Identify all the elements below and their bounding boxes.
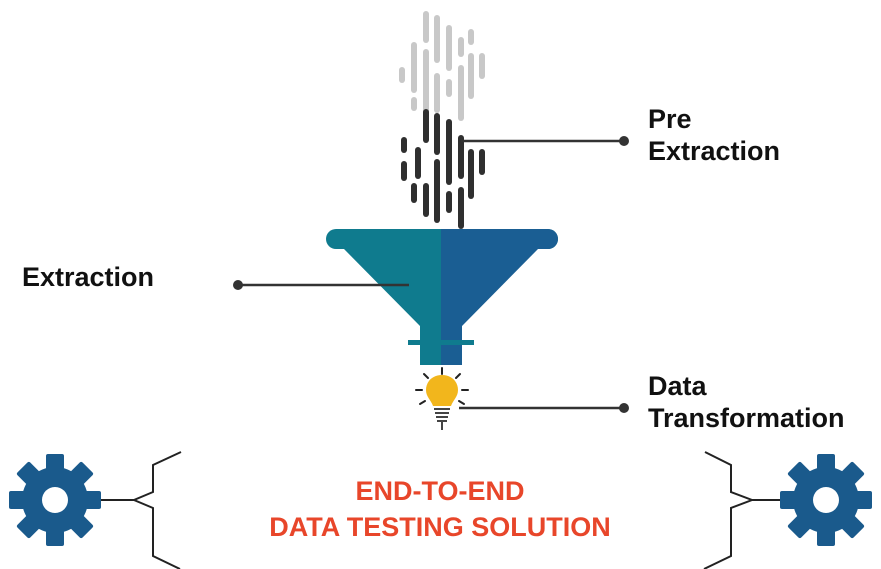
extraction-callout	[233, 280, 409, 290]
gear-icon	[9, 454, 101, 546]
solution-title-line2: DATA TESTING SOLUTION	[269, 512, 611, 542]
gear-icon	[780, 454, 872, 546]
pre-extraction-label-line2: Extraction	[648, 135, 781, 166]
data-transformation-label-line2: Transformation	[648, 402, 845, 433]
pre-extraction-label: Pre Extraction	[648, 104, 780, 168]
lightbulb-icon	[415, 367, 469, 430]
funnel-icon	[326, 229, 558, 365]
raw-data-streams	[399, 11, 485, 121]
extraction-label: Extraction	[22, 262, 154, 294]
left-bracket	[131, 451, 182, 569]
extraction-label-text: Extraction	[22, 262, 155, 292]
pre-extraction-callout	[461, 136, 629, 146]
data-transformation-callout	[459, 403, 629, 413]
pre-extraction-label-line1: Pre	[648, 104, 692, 134]
solution-title-line1: END-TO-END	[355, 476, 525, 506]
filtered-data-streams	[401, 109, 485, 229]
right-bracket	[703, 451, 755, 569]
data-transformation-label-line1: Data	[648, 371, 707, 401]
data-transformation-label: Data Transformation	[648, 371, 845, 435]
